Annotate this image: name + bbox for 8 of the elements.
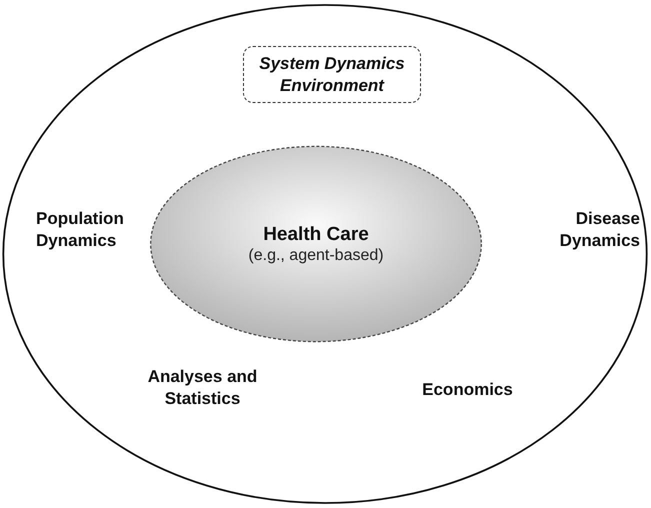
- region-label: Analyses and Statistics: [146, 366, 258, 410]
- box-title: System Dynamics Environment: [258, 53, 406, 96]
- ellipse-title: Health Care: [263, 223, 369, 247]
- region-label: Disease Dynamics: [558, 208, 640, 252]
- ellipse-subtitle: (e.g., agent-based): [248, 246, 384, 265]
- region-label: Economics: [421, 379, 514, 401]
- dashed-box: [243, 46, 421, 103]
- region-label: Population Dynamics: [36, 208, 125, 252]
